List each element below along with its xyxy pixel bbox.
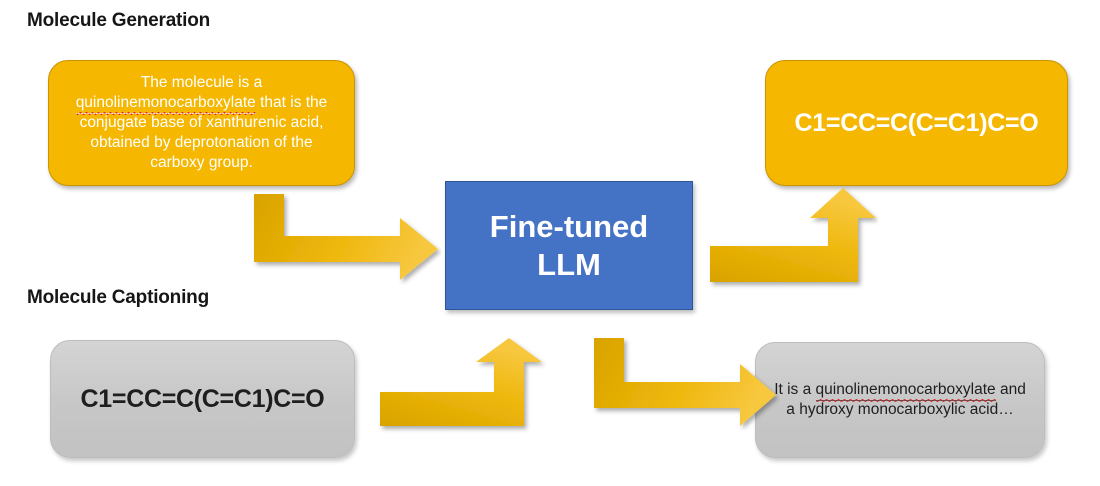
generation-output-smiles-text: C1=CC=C(C=C1)C=O [794,108,1039,137]
elbow-arrow-down-right-icon [254,194,438,280]
fine-tuned-llm-label: Fine-tuned LLM [490,208,648,284]
section-title-molecule-generation: Molecule Generation [27,10,211,31]
arrow-generation-input-to-llm [248,192,442,288]
generation-output-smiles-box: C1=CC=C(C=C1)C=O [765,60,1068,186]
caption-out-text-before: It is a [774,380,816,398]
arrow-llm-to-generation-output [706,186,878,290]
elbow-arrow-down-right-icon [594,338,776,426]
captioning-input-smiles-text: C1=CC=C(C=C1)C=O [80,384,325,413]
elbow-arrow-right-up-icon [380,338,542,426]
captioning-output-caption-text: It is a quinolinemonocarboxylate and a h… [770,380,1030,420]
caption-text-before: The molecule is a [140,73,263,91]
spellcheck-highlight-quinolinemonocarboxylate: quinolinemonocarboxylate [75,93,256,116]
arrow-captioning-input-to-llm [376,336,558,436]
generation-input-caption-box: The molecule is a quinolinemonocarboxyla… [48,60,355,186]
arrow-llm-to-captioning-output [588,336,780,432]
caption-out-text-after: and a hydroxy monocarboxylic acid… [786,380,1026,418]
section-title-molecule-captioning: Molecule Captioning [27,287,209,308]
captioning-input-smiles-box: C1=CC=C(C=C1)C=O [50,340,355,458]
caption-text-after: that is the conjugate base of xanthureni… [79,93,328,172]
fine-tuned-llm-box: Fine-tuned LLM [445,181,693,310]
generation-input-caption-text: The molecule is a quinolinemonocarboxyla… [65,73,338,174]
llm-label-line-1: Fine-tuned [489,208,649,244]
captioning-output-caption-box: It is a quinolinemonocarboxylate and a h… [755,342,1045,458]
spellcheck-highlight-quinolinemonocarboxylate: quinolinemonocarboxylate [815,380,996,403]
elbow-arrow-right-up-icon [710,188,876,282]
llm-label-line-2: LLM [537,246,601,282]
